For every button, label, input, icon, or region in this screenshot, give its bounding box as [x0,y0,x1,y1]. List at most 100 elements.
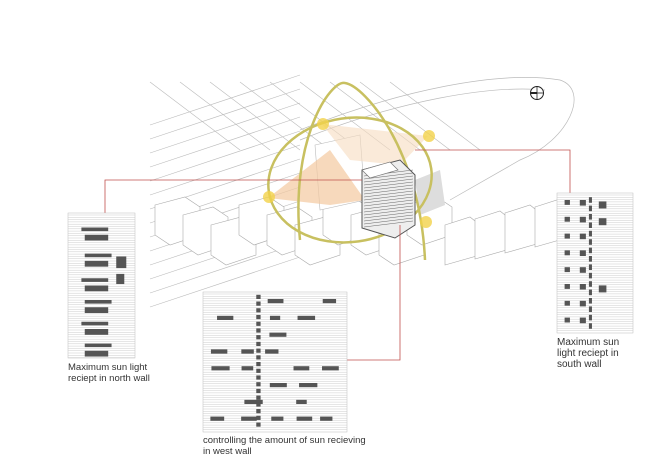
window [241,416,257,421]
window [588,314,592,321]
window [265,349,279,354]
window [256,301,261,306]
window [579,284,586,290]
window [588,247,592,254]
tower-building [361,159,416,239]
facade-louver [363,205,414,213]
window [297,315,316,320]
facade-louver [363,172,414,180]
window [81,278,109,282]
sun-point [317,118,329,130]
leader-line-west [347,225,401,361]
sun-wedge-west [268,150,365,205]
west-wall-label: controlling the amount of sun recieving … [203,435,366,457]
window [579,317,586,324]
window [588,222,592,228]
window [211,366,230,371]
window [244,399,263,404]
north-elevation [67,212,136,359]
window [588,272,592,279]
window [256,409,261,414]
window [296,399,307,404]
window [210,349,228,354]
window [84,253,112,258]
window [267,299,284,304]
facade-louver [363,190,414,198]
window [256,294,261,299]
window [256,388,261,394]
window [84,343,112,348]
window [564,267,570,273]
window [564,216,570,222]
window [256,314,261,320]
window [84,234,109,241]
street-line [149,144,301,196]
window [116,256,127,269]
window [588,197,592,203]
facade-louver [363,178,414,186]
window [579,216,586,223]
window [588,306,592,312]
window [588,289,592,296]
street-line [239,81,331,151]
facade-louver [363,199,414,207]
facade-louver [363,217,414,225]
window [579,250,586,256]
window [81,321,109,326]
window [84,300,112,304]
street-line [149,130,301,182]
window [84,350,109,357]
north-arrow-icon [530,86,544,100]
facade-louver [363,196,414,204]
street-line [149,88,301,140]
window [564,250,570,256]
facade-louver [363,214,414,222]
window [84,329,109,335]
window [320,416,333,421]
street-line [209,81,301,151]
street-line [179,81,271,151]
south-elevation [556,192,634,334]
window [271,416,284,421]
window [588,214,592,220]
window [579,267,586,273]
window [256,368,261,373]
leader-line-south [415,149,571,193]
window [588,230,592,237]
window [116,273,125,285]
window [84,260,109,267]
sun-point [420,216,432,228]
window [296,416,313,421]
window [322,299,337,304]
window [256,362,261,367]
sun-point [423,130,435,142]
window [256,375,261,380]
north-wall-label: Maximum sun light reciept in north wall [68,362,150,384]
street-line [389,81,481,151]
elevation-outline [556,192,634,334]
window [598,218,607,226]
window [564,233,570,239]
window [269,332,287,337]
window [598,201,607,209]
window [256,402,261,407]
window [588,323,592,329]
street-line [149,242,301,294]
window [256,382,261,387]
south-wall-label: Maximum sun light reciept in south wall [557,337,620,370]
window [579,300,586,307]
window [564,200,570,205]
window [588,239,592,245]
window [81,227,109,232]
window [299,383,318,388]
street-line [149,81,241,151]
leader-lines [104,149,571,361]
window [241,366,254,371]
window [217,315,234,320]
street-line [359,81,451,151]
facade-louver [363,193,414,201]
window [579,233,586,240]
sun-path-diagram [263,81,435,261]
window [256,341,261,347]
